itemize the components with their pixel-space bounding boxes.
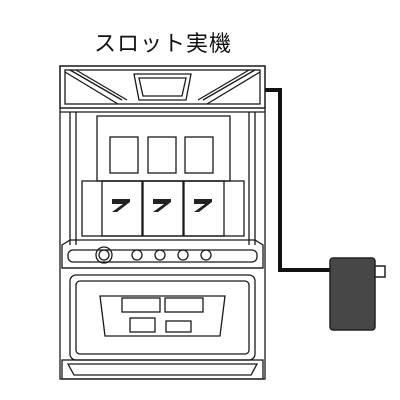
info-window-1 [109, 136, 139, 174]
upper-display-panel [96, 115, 231, 182]
lower-window-2 [164, 297, 204, 313]
stop-button-1 [131, 249, 143, 261]
reel-2 [142, 180, 184, 237]
medal-tray [61, 359, 264, 380]
stop-button-2 [154, 249, 166, 261]
seven-symbol [112, 199, 130, 212]
seven-symbol [153, 199, 171, 212]
lower-window-4 [165, 320, 192, 333]
top-panel [59, 65, 266, 113]
slot-machine-cabinet [59, 65, 266, 380]
start-button [200, 249, 212, 261]
bet-button [95, 246, 113, 264]
reel-1 [101, 180, 143, 237]
lower-window-1 [121, 297, 161, 313]
reel-symbols [112, 199, 212, 212]
lower-panel [69, 274, 256, 361]
seven-symbol [194, 199, 212, 212]
stop-button-3 [177, 249, 189, 261]
lower-window-3 [129, 317, 156, 333]
control-deck [61, 239, 264, 269]
power-cable [265, 88, 330, 272]
reel-3 [183, 180, 225, 237]
info-window-2 [147, 136, 177, 174]
diagram-title: スロット実機 [93, 32, 232, 57]
reel-window [81, 180, 245, 237]
info-window-3 [184, 136, 214, 174]
power-unit [329, 257, 386, 331]
